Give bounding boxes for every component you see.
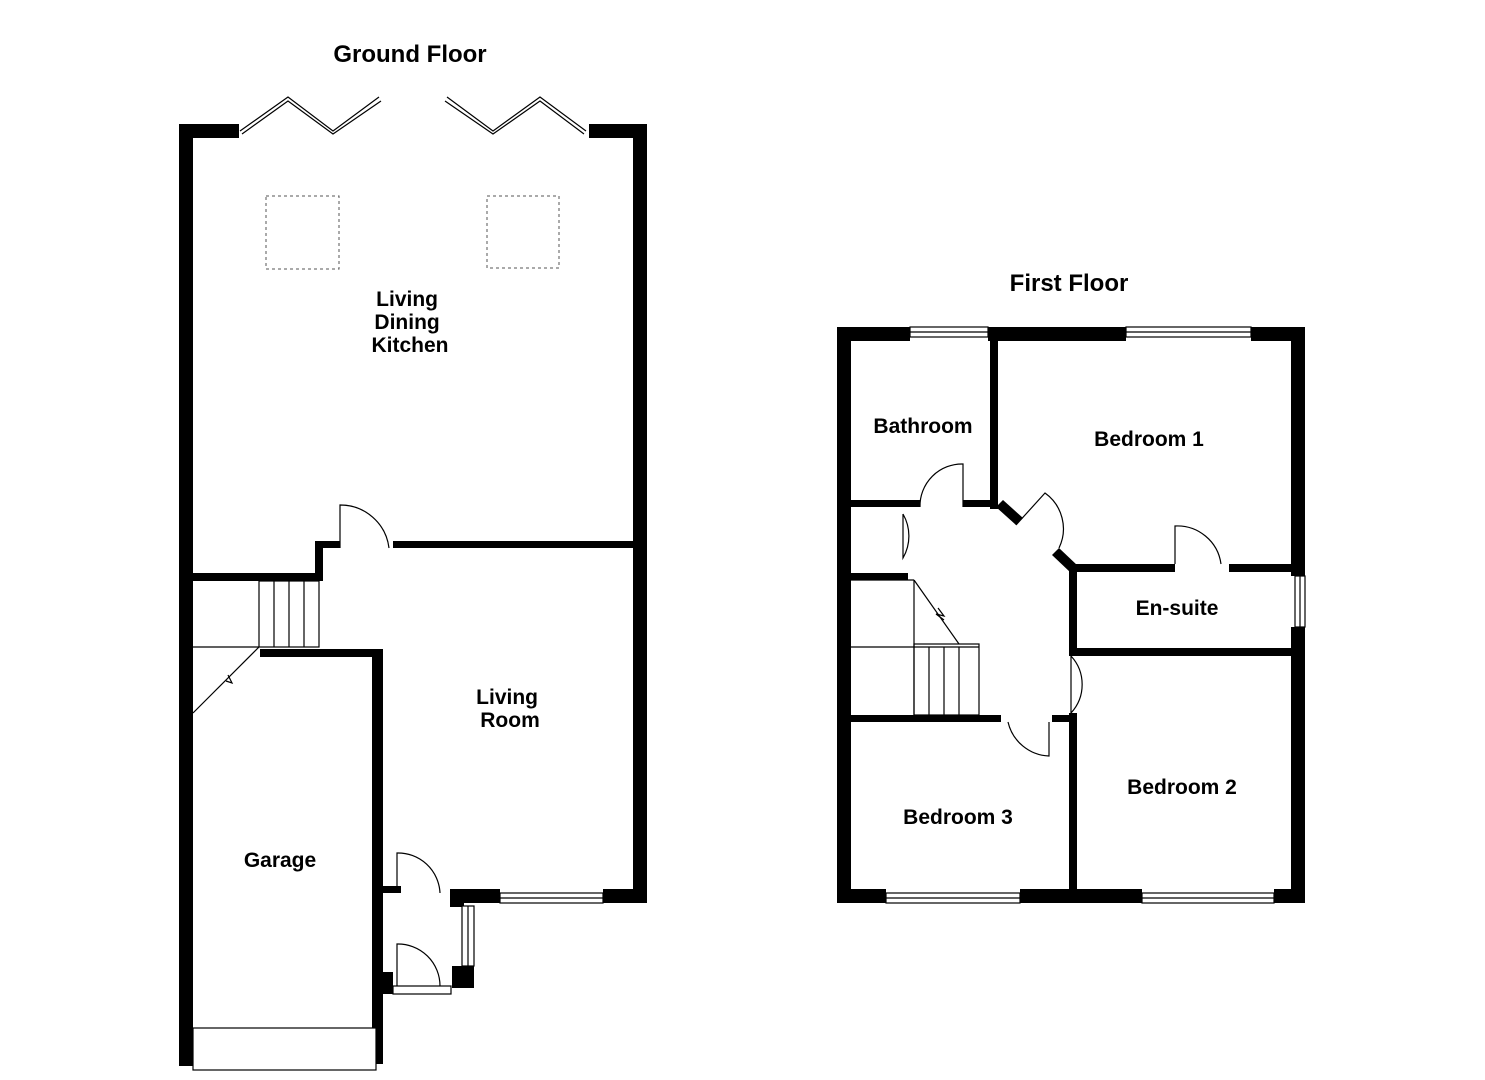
wall-front-living [603, 889, 647, 903]
wall-bedroom-1-corner [996, 500, 1023, 525]
bifold-door-right-inner [444, 100, 585, 135]
door-cupboard [902, 513, 910, 561]
wall-bathroom-bottom-right [963, 500, 998, 507]
ground-floor-plan: Ground Floor [179, 41, 647, 1071]
wall-en-suite-left [1069, 564, 1077, 656]
wall-porch-left-top [381, 886, 401, 893]
wall-porch-corner [452, 966, 474, 988]
wall-en-suite-top-left [1069, 564, 1175, 572]
wall-ff-right-top [1291, 327, 1305, 576]
wall-porch-post [450, 889, 464, 907]
door-bathroom [919, 463, 964, 508]
bifold-door-right [446, 96, 587, 132]
wall-cupboard-top [851, 573, 908, 580]
wall-left [179, 124, 193, 1066]
door-porch-outer [396, 943, 441, 987]
wall-bedroom-3-top-right [1052, 715, 1077, 722]
first-floor-title: First Floor [1010, 270, 1129, 297]
wall-en-suite-top-right [1229, 564, 1291, 572]
room-label-bathroom: Bathroom [873, 415, 972, 438]
room-label-bedroom-3: Bedroom 3 [903, 806, 1013, 829]
garage-door [192, 1027, 377, 1071]
room-label-living-dining-kitchen: Living Dining Kitchen [371, 288, 448, 357]
ground-floor-title: Ground Floor [333, 41, 486, 68]
wall-bathroom-bottom-left [851, 500, 920, 507]
wall-ff-bottom-right [1274, 889, 1305, 903]
wall-ff-top-left [837, 327, 910, 341]
wall-ff-left [837, 327, 851, 903]
wall-stair-top [193, 573, 323, 581]
wall-bedroom-2-left [1069, 713, 1077, 889]
door-bedroom-2 [1070, 655, 1083, 715]
wall-ff-bottom-mid [1020, 889, 1142, 903]
room-label-bedroom-1: Bedroom 1 [1094, 428, 1204, 451]
wall-stair-step [315, 541, 323, 581]
first-floor-plan: First Floor [837, 270, 1306, 904]
door-porch-inner [396, 852, 441, 894]
wall-rear-right [589, 124, 647, 138]
wall-garage-right [372, 649, 383, 1064]
wall-right [633, 124, 647, 903]
skylight-right [486, 195, 560, 269]
porch-threshold [392, 985, 452, 995]
wall-garage-top [260, 649, 383, 657]
first-floor-stairs [851, 579, 980, 716]
wall-ff-bottom-left [837, 889, 886, 903]
room-label-en-suite: En-suite [1136, 597, 1219, 620]
bifold-door-left-inner [241, 100, 382, 135]
door-en-suite [1174, 525, 1222, 565]
wall-ff-top-mid [988, 327, 1126, 341]
skylight-left [265, 195, 340, 270]
room-label-garage: Garage [244, 849, 316, 872]
room-label-bedroom-2: Bedroom 2 [1127, 776, 1237, 799]
door-bedroom-3 [1007, 721, 1050, 757]
wall-ff-right-bottom [1291, 627, 1305, 903]
ground-floor-stairs [192, 580, 320, 714]
door-bedroom-1 [1015, 492, 1065, 549]
wall-rear-left [179, 124, 239, 138]
wall-living-top [393, 541, 640, 548]
bifold-door-left [239, 96, 380, 132]
wall-kitchen-stub [315, 541, 340, 548]
door-kitchen-living [339, 504, 390, 549]
wall-en-suite-bottom [1077, 648, 1291, 656]
wall-porch-left-bottom [381, 972, 393, 994]
wall-bathroom-right [990, 341, 998, 509]
wall-bedroom-3-top [851, 715, 1001, 722]
room-label-living-room: Living Room [476, 686, 544, 732]
